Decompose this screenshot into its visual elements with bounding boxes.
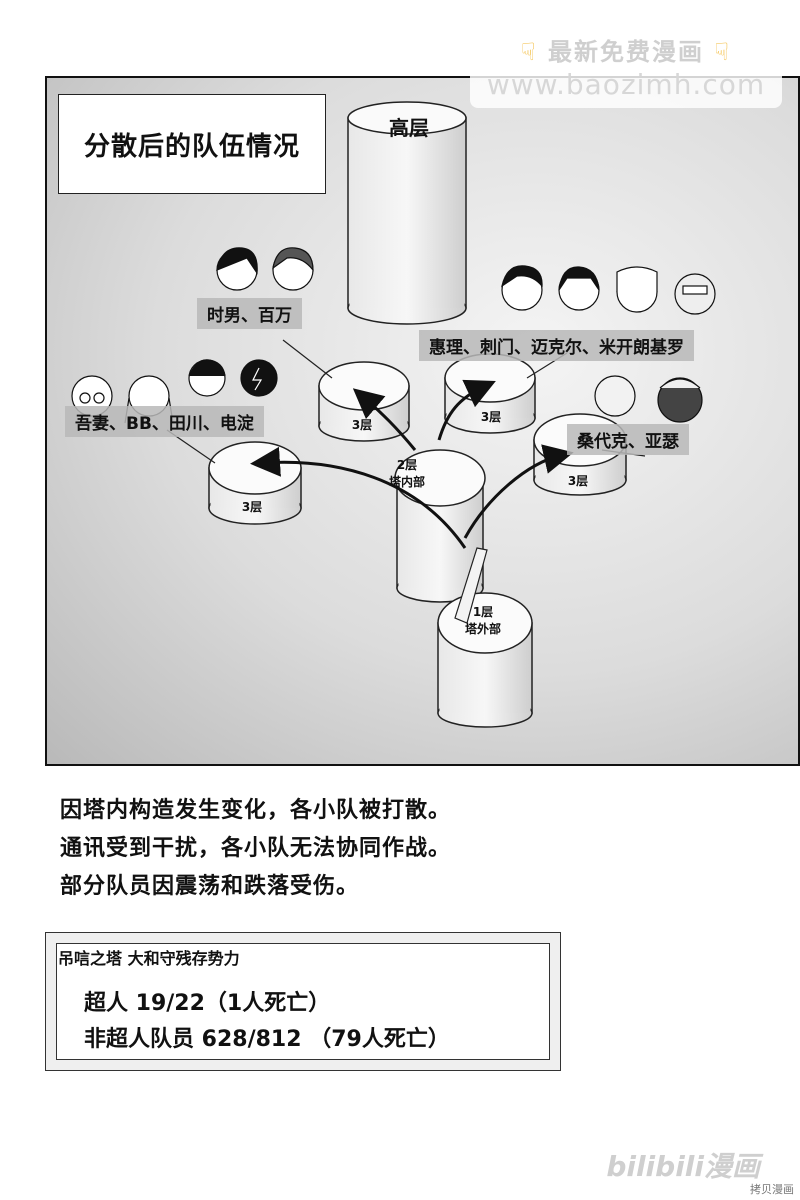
narration-line: 通讯受到干扰，各小队无法协同作战。 — [60, 836, 452, 861]
panel-title: 分散后的队伍情况 — [58, 94, 326, 194]
dispersal-arrows — [250, 379, 574, 549]
watermark-url: www.baozimh.com — [486, 68, 766, 101]
face-michael-icon — [616, 266, 658, 313]
face-tokio-icon — [216, 247, 258, 291]
face-momo-icon — [272, 247, 314, 291]
face-shimon-icon — [558, 266, 600, 311]
upper-mid-floor3-label: 3层 — [480, 410, 502, 424]
superhuman-count: 超人 19/22（1人死亡） — [84, 991, 331, 1016]
tower-diagram — [71, 101, 716, 728]
face-tagawa-icon — [188, 359, 226, 397]
pointing-down-hand-icon: ☟ — [521, 38, 538, 66]
narration-line: 因塔内构造发生变化，各小队被打散。 — [60, 798, 452, 823]
team-caption-upper-right: 惠理、刺门、迈克尔、米开朗基罗 — [419, 330, 694, 361]
watermark-banner: ☟ 最新免费漫画 ☟ www.baozimh.com — [470, 18, 782, 108]
team-caption-upper-left: 时男、百万 — [197, 298, 302, 329]
narration-text: 因塔内构造发生变化，各小队被打散。 通讯受到干扰，各小队无法协同作战。 部分队员… — [60, 792, 451, 906]
face-thorndike-icon — [594, 375, 636, 417]
non-superhuman-count: 非超人队员 628/812 （79人死亡） — [84, 1027, 450, 1052]
top-tower — [347, 101, 467, 325]
face-dendian-icon — [240, 359, 278, 397]
floor1-label: 1层 塔外部 — [464, 605, 501, 636]
team-caption-left: 吾妻、BB、田川、电淀 — [65, 406, 264, 437]
ramp — [454, 547, 488, 624]
right-floor3-label: 3层 — [567, 474, 589, 488]
manga-panel: 时男、百万 惠理、刺门、迈克尔、米开朗基罗 吾妻、BB、田川、电淀 桑代克、亚瑟… — [45, 76, 800, 766]
face-michelangelo-icon — [674, 273, 716, 315]
floor2-label: 2层 塔内部 — [388, 458, 425, 489]
top-floor-label: 高层 — [389, 116, 429, 140]
watermark-title: ☟ 最新免费漫画 ☟ — [521, 38, 731, 66]
remaining-forces-title: 吊唁之塔 大和守残存势力 — [58, 949, 240, 968]
cylinder-floor1 — [437, 592, 533, 728]
remaining-forces-box: 吊唁之塔 大和守残存势力 超人 19/22（1人死亡） 非超人队员 628/81… — [45, 932, 561, 1071]
left-floor3-label: 3层 — [241, 500, 263, 514]
pointing-down-hand-icon: ☟ — [714, 38, 731, 66]
cylinder-upper-left-floor3 — [318, 361, 410, 442]
remaining-forces-inner — [56, 943, 550, 1060]
face-eri-icon — [501, 265, 543, 311]
upper-left-floor3-label: 3层 — [351, 418, 373, 432]
team-caption-right: 桑代克、亚瑟 — [567, 424, 689, 455]
face-arthur-icon — [657, 377, 703, 423]
bilibili-logo: bilibili漫画 — [606, 1150, 760, 1183]
copy-site-label: 拷贝漫画 — [750, 1183, 794, 1196]
narration-line: 部分队员因震荡和跌落受伤。 — [60, 874, 360, 899]
